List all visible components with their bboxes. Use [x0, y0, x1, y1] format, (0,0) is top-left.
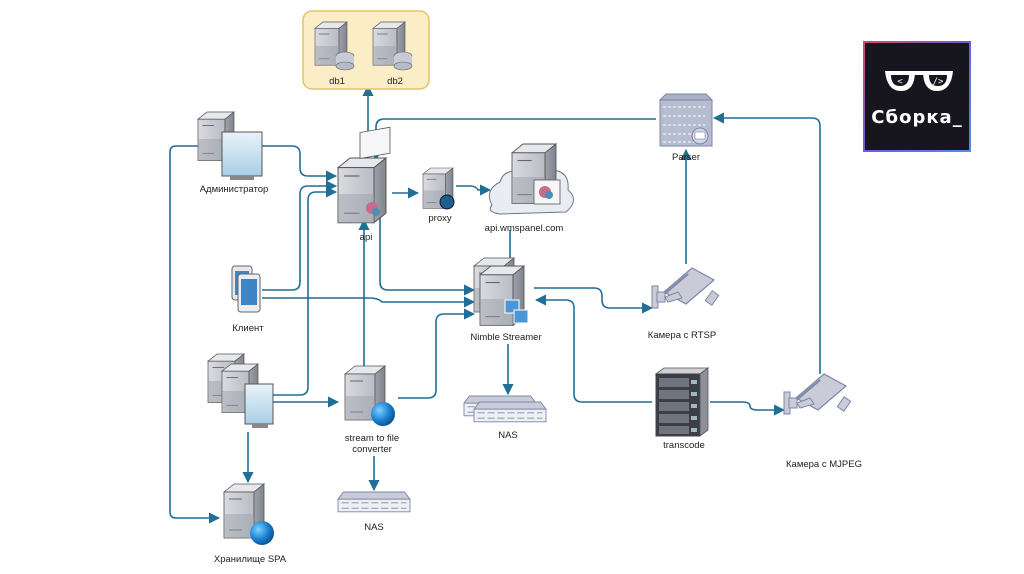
camera-mjpeg-label: Камера с MJPEG [786, 459, 862, 470]
node-converter[interactable]: stream to file converter [344, 365, 399, 455]
node-nas1[interactable]: NAS [463, 395, 547, 441]
node-nas2[interactable]: NAS [337, 491, 411, 533]
node-nimble[interactable]: Nimble Streamer [470, 257, 542, 343]
glasses-code-icon: < /> [885, 71, 953, 91]
node-parser[interactable]: Parser [658, 93, 714, 163]
converter-label-line2: converter [352, 444, 392, 455]
logo-right-lens: /> [933, 77, 944, 87]
edge-proxy-to-cloud [456, 184, 492, 196]
client-label: Клиент [232, 323, 264, 334]
node-client[interactable]: Клиент [231, 265, 264, 334]
api-label: api [360, 232, 373, 243]
nas2-label: NAS [364, 522, 384, 533]
db-group: db1 db2 [302, 10, 430, 90]
node-transcode[interactable]: transcode [654, 367, 710, 451]
edge-admin-to-api [262, 145, 338, 182]
admin-label: Администратор [200, 184, 269, 195]
node-camera-rtsp[interactable]: Камера с RTSP [648, 267, 720, 341]
node-db2[interactable]: db2 [372, 21, 413, 87]
nas1-label: NAS [498, 430, 518, 441]
node-camera-mjpeg[interactable]: Камера с MJPEG [783, 373, 862, 470]
camera-rtsp-label: Камера с RTSP [648, 330, 716, 341]
logo-text: Сборка_ [871, 107, 963, 128]
node-workstations[interactable] [207, 353, 274, 428]
converter-label-line1: stream to file [345, 433, 399, 444]
edge-client-to-nimble [262, 296, 476, 308]
spa-label: Хранилище SPA [214, 554, 287, 565]
edge-admin-to-spa [169, 145, 221, 524]
node-db1[interactable]: db1 [314, 21, 355, 87]
proxy-label: proxy [428, 213, 451, 224]
edge-client-to-api [262, 180, 338, 291]
edge-parser-to-api [370, 118, 656, 162]
edge-workstations-to-api [270, 186, 338, 396]
logo-left-lens: < [897, 77, 903, 87]
node-admin[interactable]: Администратор [197, 111, 269, 195]
sborka-logo: < /> Сборка_ [863, 41, 971, 152]
db2-label: db2 [387, 76, 403, 87]
edge-api-to-nimble [379, 218, 476, 296]
wmspanel-label: api.wmspanel.com [485, 223, 564, 234]
node-spa[interactable]: Хранилище SPA [214, 483, 287, 565]
connections [169, 84, 821, 524]
edge-converter-to-nimble [398, 308, 476, 399]
nimble-label: Nimble Streamer [470, 332, 541, 343]
parser-label: Parser [672, 152, 700, 163]
edge-transcode-to-nimble [534, 294, 652, 403]
edge-nimble-to-camera-rtsp [534, 287, 654, 314]
node-proxy[interactable]: proxy [422, 167, 455, 224]
db1-label: db1 [329, 76, 345, 87]
edge-camera-mjpeg-to-parser [712, 112, 821, 374]
edge-transcode-to-camera-mjpeg [710, 401, 786, 416]
node-api[interactable]: api [337, 126, 391, 243]
node-wmspanel[interactable]: api.wmspanel.com [485, 143, 574, 234]
transcode-label: transcode [663, 440, 705, 451]
